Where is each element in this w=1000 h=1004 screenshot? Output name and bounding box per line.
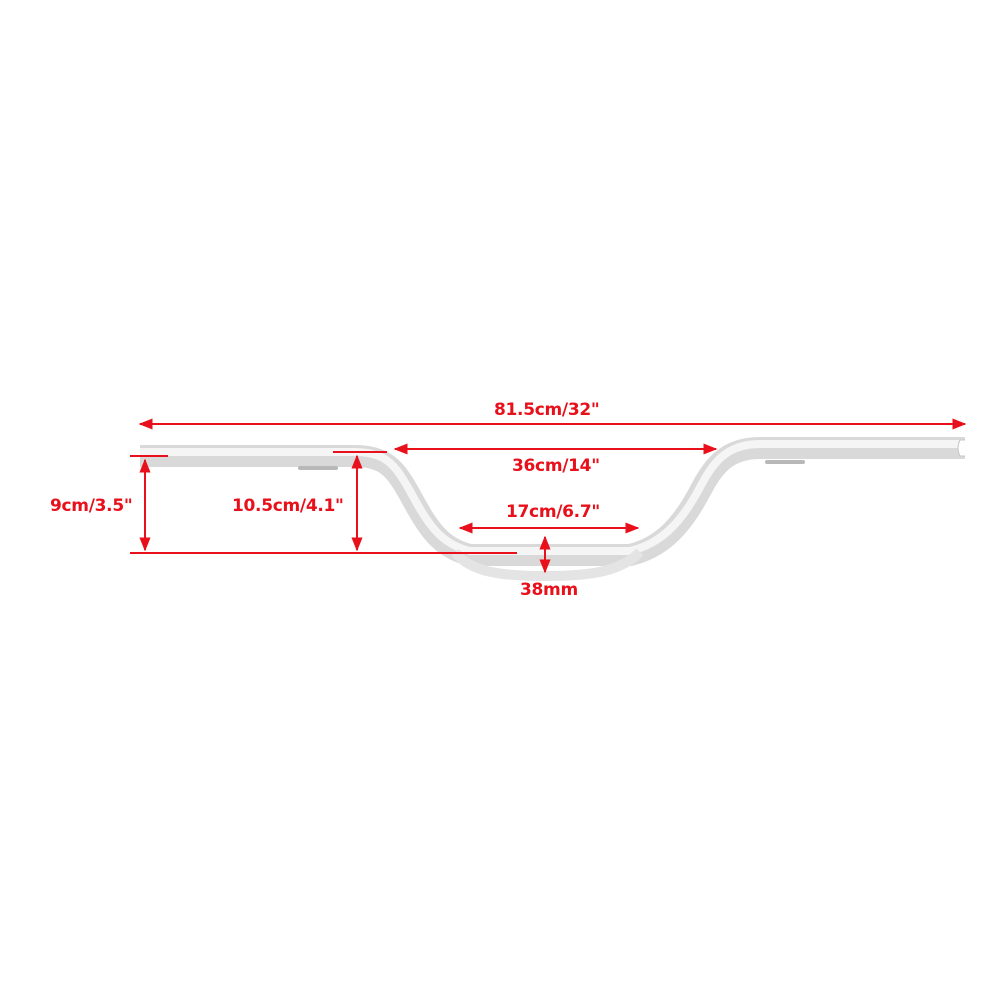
right-knurl-slot bbox=[765, 460, 805, 464]
right-end-notch bbox=[957, 439, 965, 457]
rise-width-label: 36cm/14" bbox=[512, 456, 600, 476]
left-knurl-slot bbox=[298, 466, 338, 470]
handlebar-center-bulge bbox=[451, 548, 644, 582]
dimension-lines bbox=[130, 418, 967, 574]
total-rise-label: 10.5cm/4.1" bbox=[232, 496, 344, 516]
end-rise-label: 9cm/3.5" bbox=[50, 496, 133, 516]
clamp-diameter-label: 38mm bbox=[520, 580, 578, 600]
center-width-label: 17cm/6.7" bbox=[506, 502, 600, 522]
handlebar-tube-highlight bbox=[140, 440, 965, 555]
overall-width-label: 81.5cm/32" bbox=[494, 400, 600, 420]
handlebar bbox=[140, 437, 965, 582]
